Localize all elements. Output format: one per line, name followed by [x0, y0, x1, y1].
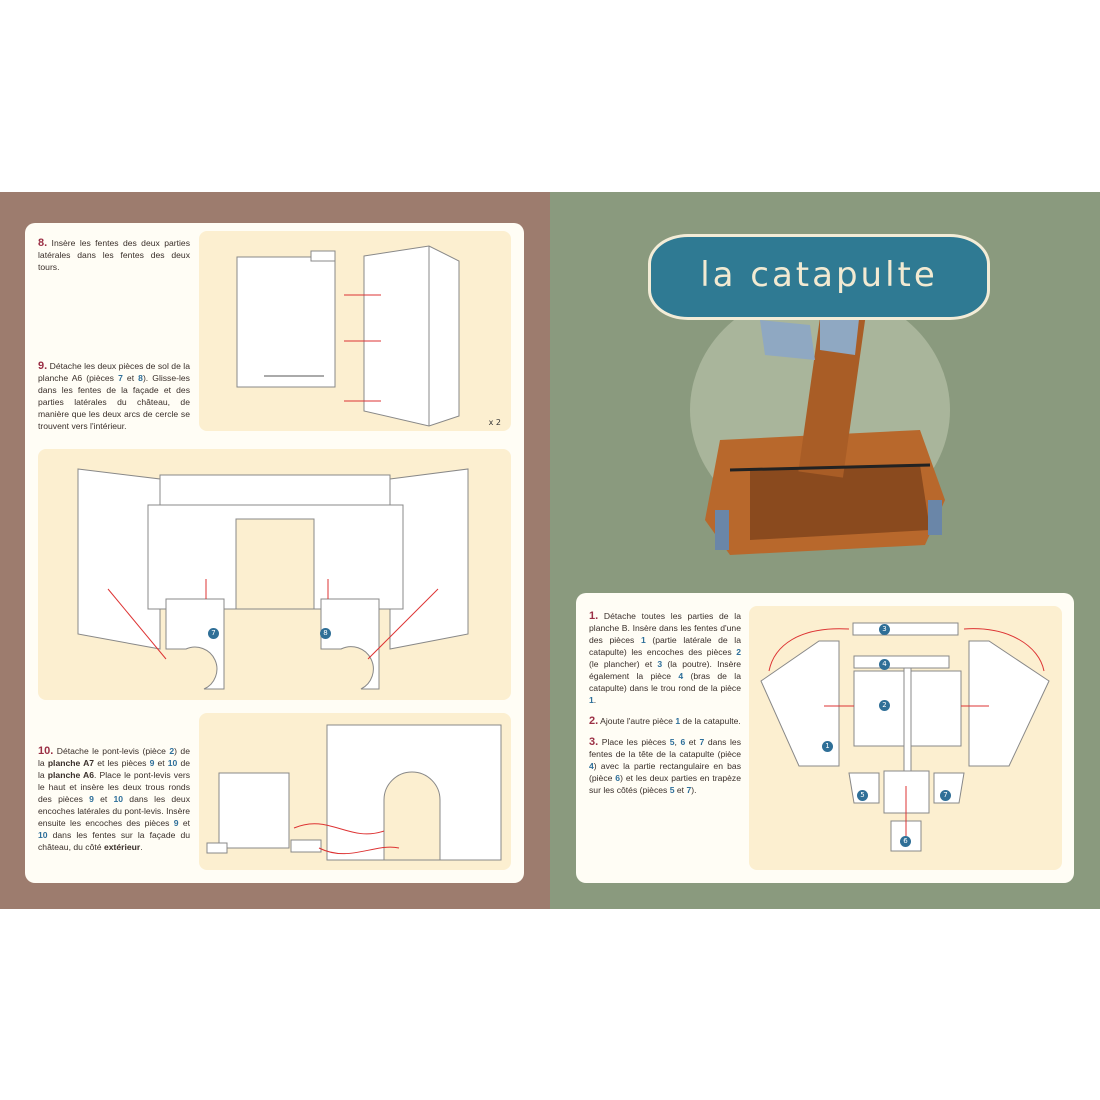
piece-1-badge: 1: [822, 741, 833, 752]
step-text-segment: . Place le pont-levis vers le haut et in…: [38, 770, 191, 804]
catapult-pieces-illustration: [760, 622, 1050, 852]
piece-number: 4: [589, 761, 594, 771]
step-9-text: 9. Détache les deux pièces de sol de la …: [38, 360, 190, 432]
step-number: 10.: [38, 745, 54, 757]
step-text-segment: Ajoute l'autre pièce: [598, 716, 676, 726]
step-text-segment: (le plancher) et: [589, 659, 658, 669]
step-text-segment: dans les fentes de la tête de la catapul…: [589, 737, 741, 759]
step-text-segment: (bras de la catapulte) dans le trou rond…: [589, 671, 741, 693]
piece-number: 6: [680, 737, 686, 747]
piece-number: 5: [669, 737, 675, 747]
title-plaque: la catapulte: [648, 234, 990, 320]
piece-number: 10: [38, 830, 48, 840]
step-text-segment: et: [685, 737, 700, 747]
step-text-segment: dans les deux encoches latérales du pont…: [38, 794, 190, 828]
piece-number: 2: [736, 647, 741, 657]
page-title: la catapulte: [700, 255, 938, 295]
step-2-text: 2. Ajoute l'autre pièce 1 de la catapult…: [589, 715, 741, 727]
step-10-diagram: [199, 713, 511, 870]
piece-7-badge: 7: [940, 790, 951, 801]
tower-assembly-illustration: [236, 245, 460, 427]
step-number: 3.: [589, 736, 599, 748]
piece-number: 7: [118, 373, 123, 383]
step-text-segment: Détache toutes les parties de la planche…: [589, 611, 741, 645]
step-text-segment: ). Glisse-les dans les fentes de la faça…: [38, 373, 190, 431]
step-1-text: 1. Détache toutes les parties de la plan…: [589, 610, 741, 706]
piece-3-badge: 3: [879, 624, 890, 635]
step-text-segment: Insère les fentes des deux parties latér…: [38, 238, 190, 272]
step-text-segment: Détache les deux pièces de sol de la pla…: [38, 361, 190, 383]
step-text-segment: ) avec la partie rectangulaire en bas (p…: [589, 761, 741, 783]
piece-number: 9: [173, 818, 179, 828]
step-text-segment: et: [93, 794, 114, 804]
step-text-segment: dans les fentes sur la façade du château…: [38, 830, 190, 852]
piece-5-badge: 5: [857, 790, 868, 801]
step-text-segment: (partie latérale de la catapulte) les en…: [589, 635, 741, 657]
floor-pieces-diagram: 7 8: [38, 449, 511, 700]
catapult-assembly-diagram: 3 4 2 1 5 7 6: [749, 606, 1062, 870]
step-10-text: 10. Détache le pont-levis (pièce 2) de l…: [38, 745, 190, 853]
step-number: 9.: [38, 360, 48, 372]
drawbridge-illustration: [206, 724, 502, 861]
piece-6-badge: 6: [900, 836, 911, 847]
step-3-text: 3. Place les pièces 5, 6 et 7 dans les f…: [589, 736, 741, 796]
step-number: 2.: [589, 715, 599, 727]
step-text-segment: de la catapulte.: [680, 716, 741, 726]
step-text-segment: et: [178, 818, 190, 828]
piece-number: 7: [699, 737, 705, 747]
step-text-segment: Place les pièces: [598, 737, 670, 747]
step-number: 1.: [589, 610, 599, 622]
step-text-segment: planche A7: [47, 758, 95, 768]
step-text-segment: (la poutre). Insère également la pièce: [589, 659, 741, 681]
step-text-segment: .: [140, 842, 143, 852]
piece-number: 2: [169, 746, 175, 756]
step-text-segment: et: [122, 373, 139, 383]
step-text-segment: et: [154, 758, 168, 768]
piece-number: 7: [686, 785, 692, 795]
piece-number: 1: [640, 635, 646, 645]
piece-4-badge: 4: [879, 659, 890, 670]
piece-number: 5: [669, 785, 675, 795]
step-text-segment: ) de la: [38, 746, 190, 768]
piece-number: 1: [589, 695, 594, 705]
step-text-segment: planche A6: [47, 770, 95, 780]
step-text-segment: Détache le pont-levis (pièce: [53, 746, 170, 756]
step-text-segment: ).: [691, 785, 697, 795]
piece-number: 9: [149, 758, 155, 768]
piece-number: 8: [138, 373, 143, 383]
step-8-9-diagram: x 2: [199, 231, 511, 431]
piece-number: 10: [113, 794, 124, 804]
step-text-segment: .: [593, 695, 597, 705]
step-text-segment: extérieur: [103, 842, 141, 852]
step-text-segment: ) et les deux parties en trapèze sur les…: [589, 773, 742, 795]
piece-7-badge: 7: [208, 628, 219, 639]
piece-number: 4: [678, 671, 684, 681]
step-text-segment: et les pièces: [94, 758, 150, 768]
piece-number: 9: [89, 794, 94, 804]
times-two-label: x 2: [488, 418, 501, 427]
piece-number: 3: [657, 659, 663, 669]
piece-number: 10: [167, 758, 178, 768]
step-text-segment: de la: [38, 758, 191, 780]
step-text-segment: et: [674, 785, 687, 795]
piece-number: 6: [615, 773, 621, 783]
castle-interior-illustration: [77, 468, 469, 690]
catapult-illustration: [705, 310, 945, 555]
piece-2-badge: 2: [879, 700, 890, 711]
step-text-segment: ,: [674, 737, 681, 747]
piece-number: 1: [675, 716, 681, 726]
catapult-steps: 1. Détache toutes les parties de la plan…: [589, 610, 741, 796]
step-8-text: 8. Insère les fentes des deux parties la…: [38, 237, 190, 273]
step-number: 8.: [38, 237, 48, 249]
piece-8-badge: 8: [320, 628, 331, 639]
